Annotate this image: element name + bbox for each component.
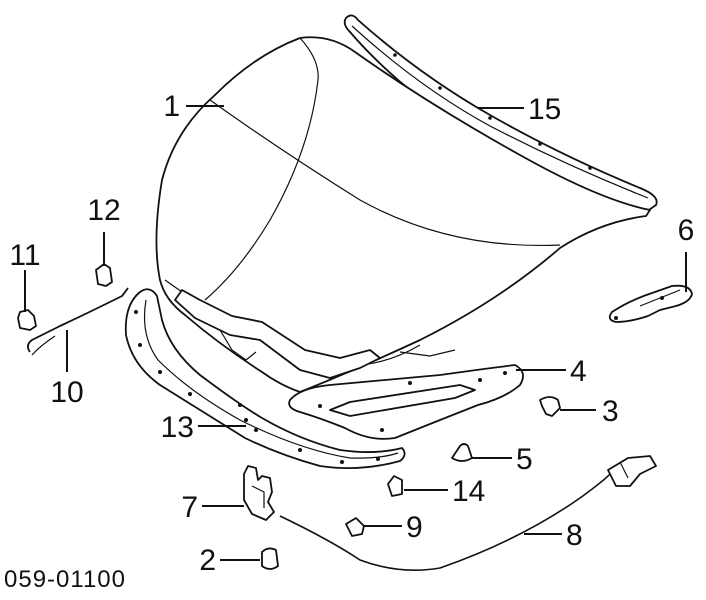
hood-panel-drawing (155, 36, 651, 393)
callout-6: 6 (678, 214, 695, 247)
callout-13: 13 (161, 411, 194, 444)
callout-2: 2 (199, 544, 216, 577)
callout-5: 5 (516, 443, 533, 476)
support-rod-drawing (27, 287, 129, 356)
callout-7: 7 (181, 491, 198, 524)
diagram-code: 059-01100 (4, 566, 126, 593)
release-cable-drawing (279, 455, 657, 572)
rod-clip-drawing (95, 263, 113, 287)
callout-15: 15 (528, 93, 561, 126)
hood-latch-drawing (243, 465, 275, 521)
callout-11: 11 (9, 239, 40, 272)
hood-hinge-drawing (608, 284, 693, 323)
callout-12: 12 (87, 194, 120, 227)
clip-3-drawing (539, 396, 561, 417)
rod-holder-drawing (17, 309, 37, 331)
hood-seal-drawing (124, 288, 406, 469)
clip-5-drawing (451, 443, 473, 462)
hood-insulator-drawing (288, 364, 524, 440)
cable-clip-drawing (345, 517, 365, 537)
callout-4: 4 (570, 355, 587, 388)
callout-14: 14 (452, 475, 485, 508)
front-molding-drawing (343, 14, 658, 213)
callout-1: 1 (163, 90, 180, 123)
callout-9: 9 (406, 511, 423, 544)
callout-3: 3 (602, 395, 619, 428)
hood-bumper-drawing (261, 547, 279, 570)
leader-lines (24, 105, 687, 561)
callout-8: 8 (566, 519, 583, 552)
callout-labels: 1 2 3 4 5 6 7 8 9 10 11 12 13 14 15 (9, 90, 694, 577)
callout-10: 10 (50, 376, 83, 409)
push-clip-drawing (387, 475, 403, 497)
